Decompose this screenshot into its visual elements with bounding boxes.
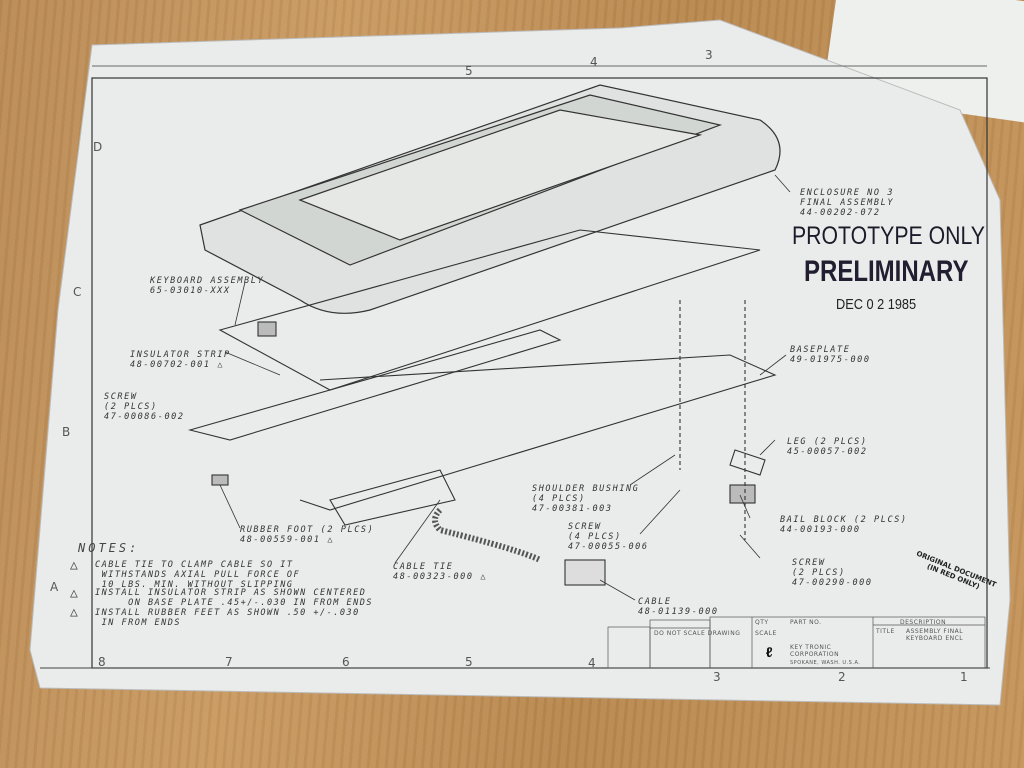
enclosure-drawing bbox=[199, 84, 781, 314]
callout-leg-name: LEG (2 PLCS) bbox=[787, 437, 868, 447]
zone-bottom-8: 8 bbox=[98, 655, 106, 669]
callout-bail-block: BAIL BLOCK (2 PLCS)44-00193-000 bbox=[780, 515, 908, 535]
part-no-label: PART NO. bbox=[790, 619, 822, 626]
callout-cable-tie-part: 48-00323-000 bbox=[393, 572, 474, 582]
description-label: DESCRIPTION bbox=[900, 619, 947, 626]
callout-leg-part: 45-00057-002 bbox=[787, 447, 868, 457]
callout-rubber-foot-name: RUBBER FOOT (2 PLCS) bbox=[240, 525, 375, 535]
callout-screw-bail: SCREW (2 PLCS)47-00290-000 bbox=[792, 558, 873, 588]
callout-rubber-foot-part: 48-00559-001 bbox=[240, 535, 321, 545]
callout-bail-block-name: BAIL BLOCK (2 PLCS) bbox=[780, 515, 908, 525]
callout-cable-part: 48-01139-000 bbox=[638, 607, 719, 617]
callout-insulator-part: 48-00702-001 bbox=[130, 360, 211, 370]
paper bbox=[30, 20, 1010, 705]
note-2-triangle-icon: △ bbox=[70, 586, 78, 601]
title-label: TITLE bbox=[876, 628, 895, 635]
note-3: INSTALL RUBBER FEET AS SHOWN .50 +/-.030… bbox=[95, 608, 360, 628]
callout-insulator-name: INSULATOR STRIP bbox=[130, 350, 231, 360]
callout-shoulder-bushing-name: SHOULDER BUSHING (4 PLCS) bbox=[532, 484, 640, 504]
zone-side-a: A bbox=[50, 580, 59, 594]
zone-side-d: D bbox=[93, 140, 103, 154]
date-stamp: DEC 0 2 1985 bbox=[836, 296, 917, 313]
callout-screw-side: SCREW (2 PLCS)47-00086-002 bbox=[104, 392, 185, 422]
callout-rubber-foot: RUBBER FOOT (2 PLCS)48-00559-001 △ bbox=[240, 525, 375, 545]
callout-screw-side-name: SCREW (2 PLCS) bbox=[104, 392, 158, 412]
zone-side-b: B bbox=[62, 425, 71, 439]
callout-enclosure-part: 44-00202-072 bbox=[800, 208, 881, 218]
company-logo-icon: ℓ bbox=[765, 645, 774, 661]
qty-label: QTY bbox=[755, 619, 769, 626]
note-2: INSTALL INSULATOR STRIP AS SHOWN CENTERE… bbox=[95, 588, 373, 608]
scale-label: SCALE bbox=[755, 630, 777, 637]
drawing-title: ASSEMBLY FINAL KEYBOARD ENCL bbox=[906, 628, 964, 642]
callout-screw-side-part: 47-00086-002 bbox=[104, 412, 185, 422]
company-location: SPOKANE, WASH. U.S.A. bbox=[790, 660, 861, 666]
preliminary-stamp: PRELIMINARY bbox=[804, 255, 969, 288]
callout-screw-bushing: SCREW (4 PLCS)47-00055-006 bbox=[568, 522, 649, 552]
leader-lines bbox=[219, 174, 791, 601]
callout-leg: LEG (2 PLCS)45-00057-002 bbox=[787, 437, 868, 457]
callout-keyboard-name: KEYBOARD ASSEMBLY bbox=[150, 276, 265, 286]
zone-side-c: C bbox=[73, 285, 82, 299]
note-1-triangle-icon: △ bbox=[70, 558, 78, 573]
zone-top-5: 5 bbox=[465, 64, 473, 78]
title-block bbox=[607, 616, 986, 669]
callout-baseplate-part: 49-01975-000 bbox=[790, 355, 871, 365]
do-not-scale: DO NOT SCALE DRAWING bbox=[654, 630, 741, 637]
zone-bottom-1: 1 bbox=[960, 670, 968, 684]
callout-screw-bushing-part: 47-00055-006 bbox=[568, 542, 649, 552]
company-name: KEY TRONIC CORPORATION bbox=[790, 644, 840, 658]
callout-screw-bail-name: SCREW (2 PLCS) bbox=[792, 558, 846, 578]
callout-enclosure-name: ENCLOSURE NO 3 FINAL ASSEMBLY bbox=[800, 188, 895, 208]
callout-cable-name: CABLE bbox=[638, 597, 672, 607]
zone-bottom-2: 2 bbox=[838, 670, 846, 684]
callout-baseplate-name: BASEPLATE bbox=[790, 345, 851, 355]
note-1: CABLE TIE TO CLAMP CABLE SO IT WITHSTAND… bbox=[95, 560, 301, 590]
zone-bottom-5: 5 bbox=[465, 655, 473, 669]
zone-top-4: 4 bbox=[590, 55, 598, 69]
callout-screw-bushing-name: SCREW (4 PLCS) bbox=[568, 522, 622, 542]
zone-bottom-6: 6 bbox=[342, 655, 350, 669]
zone-bottom-7: 7 bbox=[225, 655, 233, 669]
callout-cable-tie-name: CABLE TIE bbox=[393, 562, 454, 572]
zone-bottom-3: 3 bbox=[713, 670, 721, 684]
note-3-triangle-icon: △ bbox=[70, 605, 78, 620]
paper-edge bbox=[29, 19, 1011, 706]
baseplate-drawing bbox=[187, 229, 777, 586]
zone-top-3: 3 bbox=[705, 48, 713, 62]
callout-screw-bail-part: 47-00290-000 bbox=[792, 578, 873, 588]
callout-bail-block-part: 44-00193-000 bbox=[780, 525, 861, 535]
zone-bottom-4: 4 bbox=[588, 656, 596, 670]
notes-title: NOTES: bbox=[78, 541, 140, 555]
callout-keyboard-part: 65-03010-XXX bbox=[150, 286, 231, 296]
prototype-stamp: PROTOTYPE ONLY bbox=[792, 222, 985, 250]
callout-shoulder-bushing: SHOULDER BUSHING (4 PLCS)47-00381-003 bbox=[532, 484, 639, 514]
callout-shoulder-bushing-part: 47-00381-003 bbox=[532, 504, 613, 514]
